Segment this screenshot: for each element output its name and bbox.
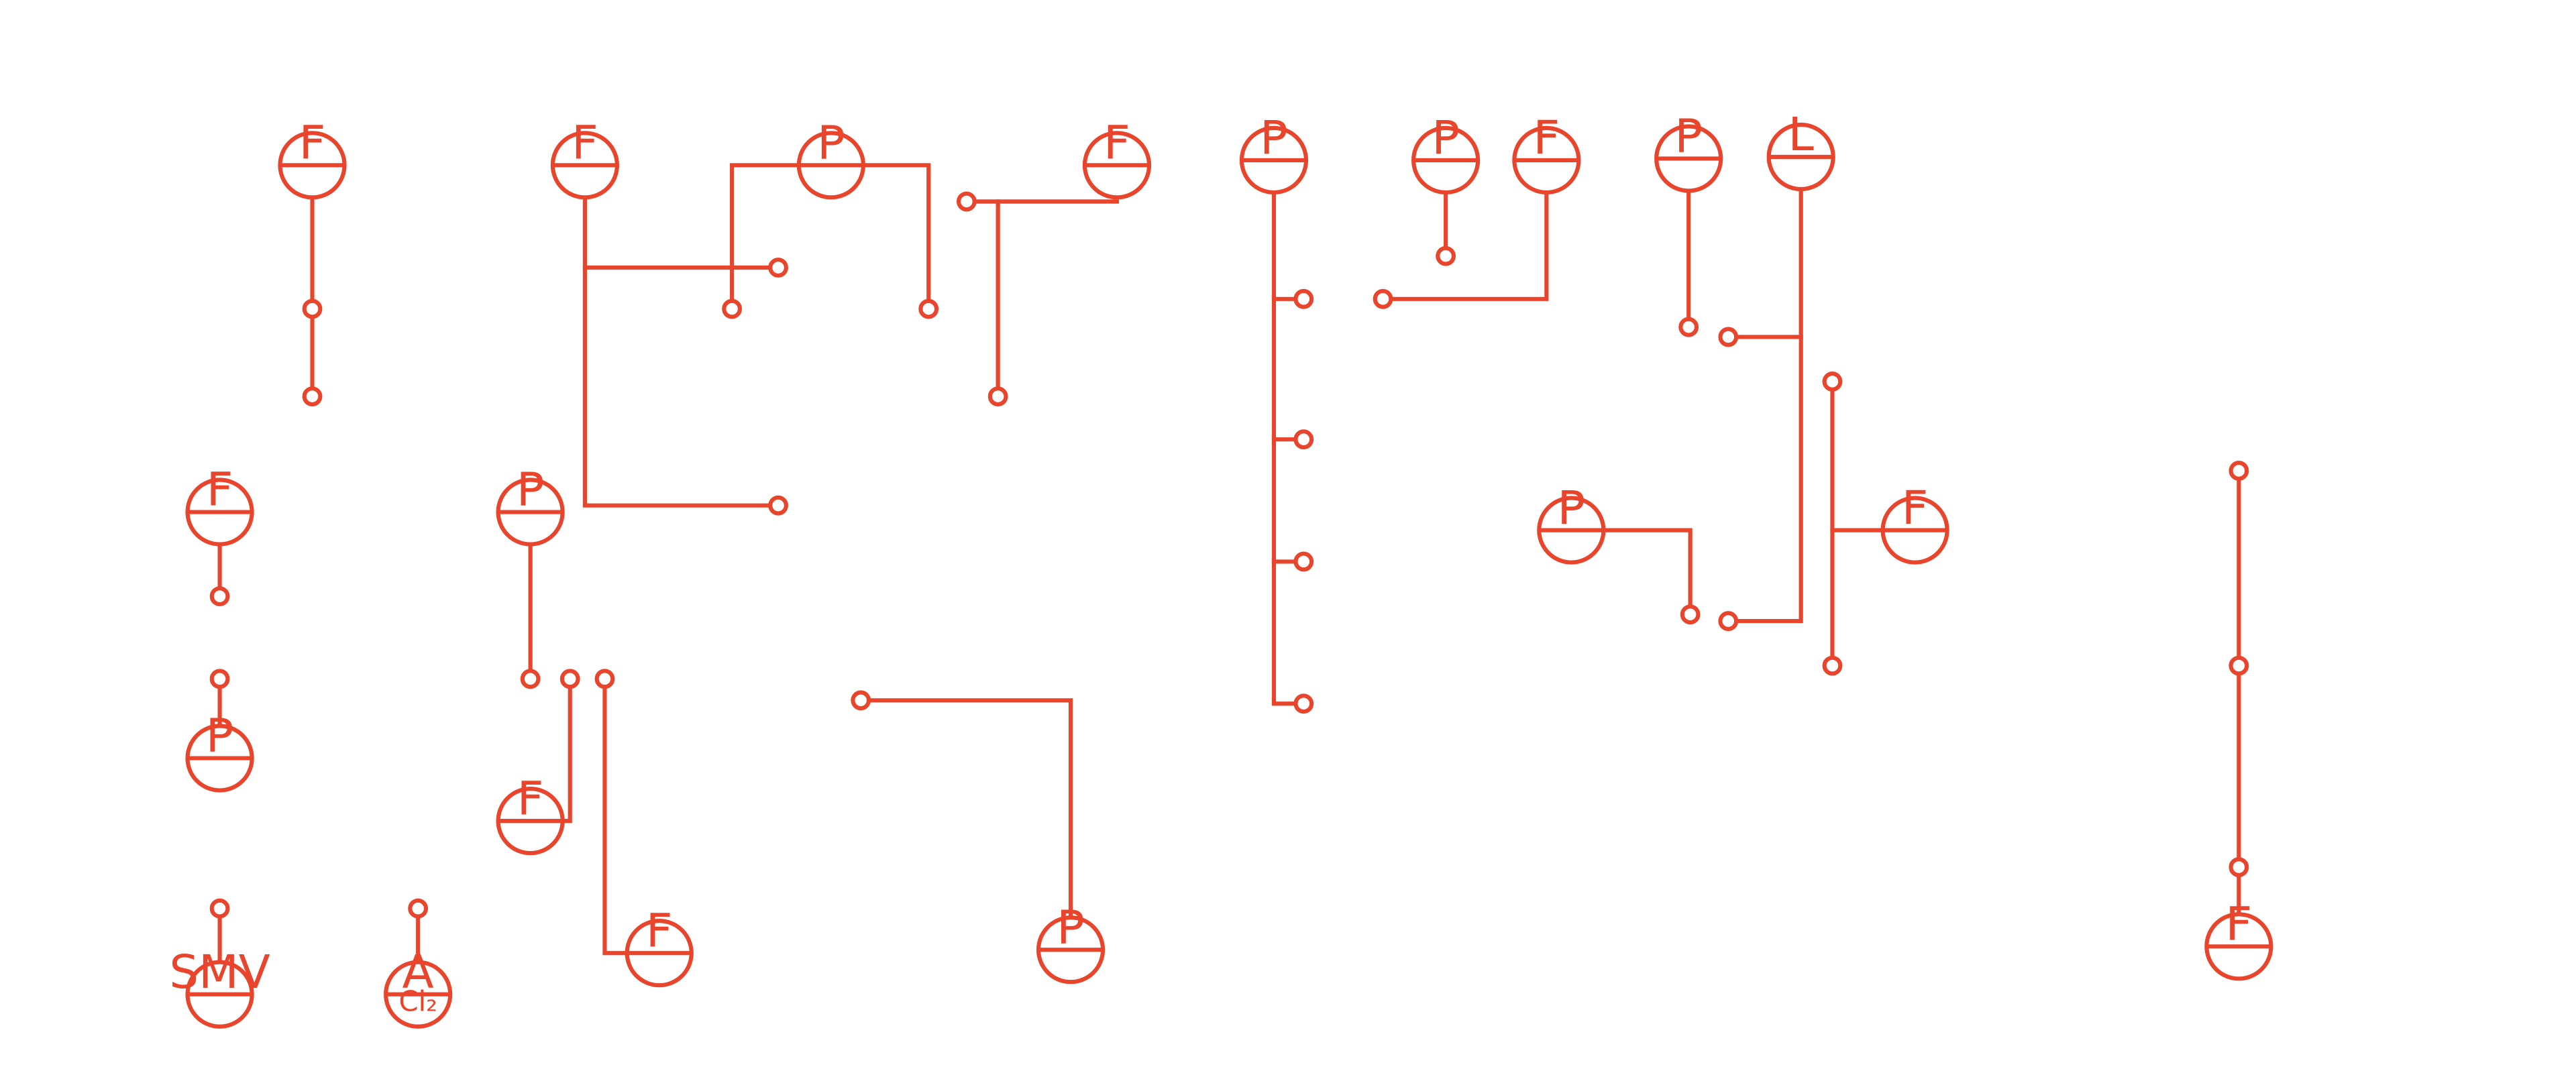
connection-port[interactable] [1293, 551, 1314, 572]
instrument-bubble-l[interactable]: L [1766, 108, 1835, 192]
instrument-bubble-f[interactable]: F [496, 772, 565, 856]
signal-line [1602, 528, 1693, 617]
connection-port[interactable] [851, 690, 871, 711]
connection-ports [209, 191, 2249, 919]
connection-port[interactable] [987, 386, 1008, 407]
instrument-tag: P [817, 116, 845, 170]
connection-port[interactable] [956, 191, 977, 212]
connection-port[interactable] [918, 298, 939, 319]
instrument-tag: P [1057, 901, 1085, 954]
instrument-tag: SMV [169, 946, 270, 999]
instrument-bubble-f[interactable]: F [550, 116, 620, 200]
connection-port[interactable] [1436, 245, 1456, 266]
instrument-bubble-p[interactable]: P [1537, 482, 1606, 565]
instrument-tag: F [572, 116, 598, 170]
instrument-tag: P [1674, 110, 1703, 164]
instrument-bubble-p[interactable]: P [496, 463, 565, 547]
instrument-bubble-f[interactable]: F [1082, 116, 1152, 200]
instrument-tag: P [1260, 111, 1288, 165]
instrument-tag: L [1788, 108, 1814, 162]
instrument-bubble-p[interactable]: P [1654, 110, 1723, 193]
signal-line [730, 163, 800, 311]
connection-port[interactable] [2229, 655, 2249, 676]
signal-line [862, 163, 931, 311]
signal-line [582, 196, 781, 508]
instrument-tag: F [1104, 116, 1130, 170]
connection-port[interactable] [1822, 372, 1843, 392]
connection-port[interactable] [559, 669, 580, 689]
instrument-bubble-p[interactable]: P [1239, 111, 1309, 195]
signal-line [859, 698, 1073, 919]
instrument-bubble-f[interactable]: F [625, 904, 694, 988]
instrument-bubble-f[interactable]: F [1512, 111, 1581, 195]
instrument-tag: P [1558, 482, 1586, 535]
connection-port[interactable] [302, 386, 323, 407]
connection-port[interactable] [1373, 288, 1393, 309]
connection-port[interactable] [1680, 604, 1701, 625]
instrument-tag: F [646, 904, 673, 958]
instrument-bubble-smv[interactable]: SMV [169, 946, 270, 1029]
connection-port[interactable] [1293, 693, 1314, 714]
connection-port[interactable] [1293, 429, 1314, 450]
connection-port[interactable] [1678, 317, 1699, 337]
instrument-tag: F [299, 116, 326, 170]
connection-port[interactable] [1718, 611, 1739, 631]
connection-port[interactable] [768, 258, 788, 278]
instrument-bubble-f[interactable]: F [185, 463, 254, 547]
connection-port[interactable] [209, 898, 230, 919]
connection-port[interactable] [768, 495, 788, 516]
instrument-bubble-p[interactable]: P [1411, 111, 1481, 195]
connection-port[interactable] [1822, 655, 1843, 676]
connection-port[interactable] [1718, 327, 1739, 347]
signal-line [602, 677, 629, 956]
connection-port[interactable] [1293, 288, 1314, 309]
instrument-subtag: Cl₂ [398, 984, 437, 1017]
connection-port[interactable] [302, 298, 323, 319]
instrument-tag: A [402, 946, 434, 999]
connection-lines [217, 163, 2241, 964]
connection-port[interactable] [2229, 857, 2249, 877]
connection-port[interactable] [722, 298, 743, 319]
instrument-bubble-f[interactable]: F [278, 116, 347, 200]
instrument-tag: F [2226, 897, 2253, 951]
instrument-tag: F [517, 772, 544, 826]
connection-port[interactable] [209, 669, 230, 689]
instrument-tag: P [206, 710, 234, 763]
signal-line [1271, 191, 1306, 706]
instrument-bubble-p[interactable]: P [1036, 901, 1106, 984]
connection-port[interactable] [520, 669, 541, 689]
instrument-bubble-p[interactable]: P [796, 116, 865, 200]
instrument-tag: P [1432, 111, 1460, 165]
connection-port[interactable] [594, 669, 615, 689]
signal-line [1726, 188, 1803, 624]
instrument-tag: F [207, 463, 233, 517]
connection-port[interactable] [408, 898, 429, 919]
instrument-tag: F [1902, 482, 1929, 535]
signal-line [1381, 191, 1549, 301]
instrument-bubble-f[interactable]: F [2204, 897, 2273, 981]
instrument-tag: F [1534, 111, 1560, 165]
instrument-bubble-p[interactable]: P [185, 710, 254, 793]
signal-line [561, 677, 572, 824]
instrument-tag: P [517, 463, 545, 517]
instrument-bubble-f[interactable]: F [1880, 482, 1949, 565]
connection-port[interactable] [209, 586, 230, 607]
connection-port[interactable] [2229, 461, 2249, 481]
